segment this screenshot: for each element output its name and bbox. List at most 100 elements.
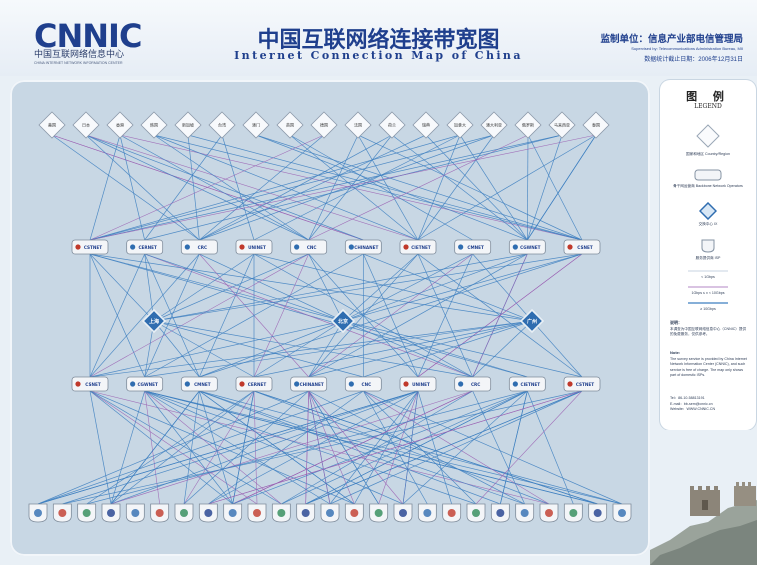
legend-ix-label: 交换中心 IX — [698, 222, 718, 226]
isp-node — [515, 503, 535, 523]
operator-mid: CNC — [344, 376, 382, 392]
link-line — [363, 320, 533, 378]
data-cutoff-date: 数据统计截止日期：2006年12月31日 — [644, 57, 743, 63]
isp-node — [442, 503, 462, 523]
operator-top-logo-icon — [239, 244, 245, 250]
link-line — [199, 134, 393, 241]
isp-node — [612, 503, 632, 523]
link-line — [119, 134, 583, 241]
country-diamond — [310, 111, 338, 139]
logo-wordmark: CNNIC — [34, 17, 142, 55]
link-line — [308, 320, 344, 378]
link-line — [144, 390, 623, 505]
operator-top: CNC — [290, 239, 328, 255]
link-line — [86, 390, 255, 505]
link-line — [144, 320, 533, 378]
country-node: 日本 — [72, 111, 100, 139]
link-line — [308, 134, 359, 241]
legend-note-cn: 说明： 本调查为中国互联网络信息中心（CNNIC）提供的免费服务，仅供参考。 — [670, 320, 748, 338]
link-line — [357, 134, 419, 241]
operator-top-box — [71, 239, 109, 255]
operator-top-name: CMNET — [467, 245, 484, 250]
operator-top-name: CHINANET — [354, 245, 378, 250]
link-line — [208, 390, 583, 505]
country-label: 澳大利亚 — [486, 122, 502, 128]
isp-logo-icon — [618, 509, 626, 517]
legend-title: 图 例 — [686, 90, 730, 103]
link-line — [281, 390, 473, 505]
operator-mid-name: CRC — [471, 382, 480, 387]
link-line — [417, 134, 495, 241]
exchange-node: 北京 — [330, 308, 356, 334]
country-diamond — [344, 111, 372, 139]
link-line — [89, 253, 344, 322]
operator-mid-logo-icon — [348, 381, 354, 387]
link-line — [89, 390, 282, 505]
link-line — [144, 390, 404, 505]
link-line — [527, 134, 597, 241]
operator-mid-name: UNINET — [412, 382, 430, 387]
operator-mid-name: CHINANET — [300, 382, 324, 387]
operator-top: CIETNET — [399, 239, 437, 255]
country-node: 香港 — [106, 111, 134, 139]
legend-line-thick-label: ≥ 10Gbps — [700, 307, 716, 311]
link-line — [153, 320, 364, 378]
link-line — [110, 390, 419, 505]
isp-node — [77, 503, 97, 523]
isp-node — [101, 503, 121, 523]
contact-email: E-mail：bb-sem@cnnic.cn — [670, 401, 713, 406]
link-line — [187, 134, 583, 241]
country-label: 韩国 — [150, 122, 158, 128]
isp-logo-icon — [301, 509, 310, 517]
country-node: 法国 — [344, 111, 372, 139]
link-line — [253, 320, 533, 378]
operator-top-box — [126, 239, 164, 255]
link-line — [187, 134, 200, 241]
link-line — [153, 134, 419, 241]
link-line — [153, 253, 583, 322]
link-line — [499, 390, 528, 505]
country-diamond — [140, 111, 168, 139]
operator-top-box — [508, 239, 546, 255]
link-line — [89, 134, 495, 241]
link-line — [144, 253, 155, 322]
isp-logo-icon — [180, 509, 188, 517]
operator-mid-box — [508, 376, 546, 392]
link-line — [527, 134, 563, 241]
isp-logo-icon — [374, 509, 383, 517]
link-line — [110, 390, 255, 505]
isp-logo-icon — [253, 509, 261, 517]
operator-mid-logo-icon — [239, 381, 245, 387]
isp-logo-icon — [472, 509, 480, 517]
link-line — [144, 390, 331, 505]
link-line — [289, 134, 473, 241]
operator-top-logo-icon — [348, 244, 354, 250]
link-line — [253, 320, 344, 378]
operator-top-name: CGWNET — [520, 245, 540, 250]
link-line — [253, 253, 533, 322]
contact-website[interactable]: Website：WWW.CNNIC.CN — [670, 407, 716, 412]
link-line — [308, 390, 331, 505]
link-line — [417, 253, 583, 378]
link-line — [144, 390, 233, 505]
line-thick-icon — [688, 302, 728, 304]
link-line — [308, 253, 528, 378]
isp-logo-icon — [399, 509, 407, 517]
operator-top-box — [180, 239, 218, 255]
operator-top: CGWNET — [508, 239, 546, 255]
operator-top-logo-icon — [184, 244, 190, 250]
isp-node — [490, 503, 510, 523]
isp-logo-icon — [326, 509, 334, 517]
country-diamond — [174, 111, 202, 139]
connection-map-panel: 美国日本香港韩国新加坡台湾澳门英国德国法国荷兰瑞典加拿大澳大利亚俄罗斯马来西亚泰… — [10, 80, 650, 556]
link-line — [153, 253, 309, 322]
country-node: 美国 — [38, 111, 66, 139]
map-header: CNNIC 中国互联网络信息中心 CHINA INTERNET NETWORK … — [0, 0, 757, 76]
logo-english-name: CHINA INTERNET NETWORK INFORMATION CENTE… — [34, 61, 123, 65]
link-line — [342, 253, 419, 322]
link-line — [183, 390, 200, 505]
exchange-node: 上海 — [141, 308, 167, 334]
link-line — [144, 390, 477, 505]
operator-mid-name: CSTNET — [576, 382, 594, 387]
legend-contact: Tel：86-10-58813191 E-mail：bb-sem@cnnic.c… — [670, 396, 748, 413]
